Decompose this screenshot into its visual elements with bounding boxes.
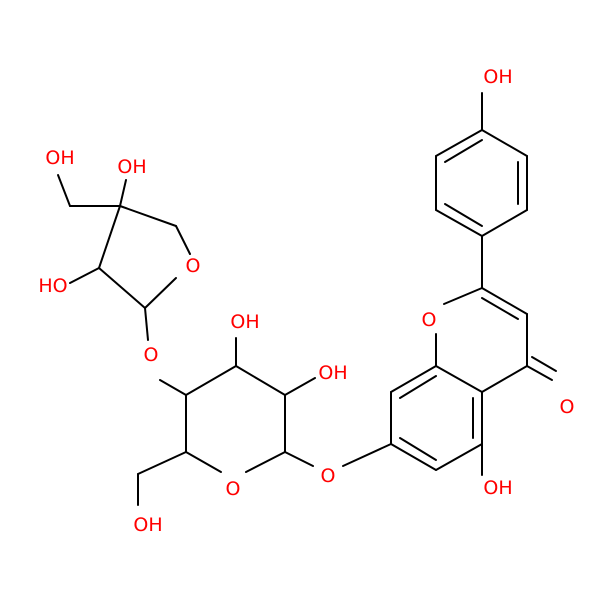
- bond: [481, 129, 528, 157]
- bond: [175, 225, 191, 255]
- bond: [69, 267, 100, 284]
- bond: [531, 356, 557, 372]
- atom-labels: OH O O OH O O OH OH O OH O HO OH OH: [38, 66, 574, 536]
- bond: [444, 203, 483, 227]
- bond: [481, 365, 528, 393]
- bond: [98, 205, 121, 269]
- bond: [98, 267, 146, 309]
- bond: [435, 443, 483, 471]
- oh-furanose-3-label: OH: [117, 156, 146, 178]
- bonds: [57, 92, 557, 506]
- bond: [119, 179, 127, 207]
- bond: [144, 307, 149, 341]
- bond: [444, 139, 483, 163]
- oh-phenol-label: OH: [483, 66, 512, 88]
- bond: [481, 297, 519, 320]
- bond: [245, 451, 286, 473]
- bond: [399, 437, 437, 461]
- oh-pyranose-2-label: OH: [318, 362, 347, 384]
- bond: [390, 443, 437, 471]
- oh-5-label: OH: [483, 477, 512, 499]
- o-glycosidic-7-label: O: [321, 465, 336, 487]
- oh-pyranose-3-label: OH: [230, 311, 259, 333]
- bond: [399, 375, 437, 399]
- bond: [235, 365, 286, 396]
- bond: [144, 277, 177, 309]
- bond: [185, 365, 237, 396]
- bond: [481, 287, 528, 315]
- bond: [342, 443, 392, 467]
- oh-furanose-2-label: HO: [38, 275, 67, 297]
- o-pyranose-ring-label: O: [226, 478, 241, 500]
- bond: [119, 205, 177, 227]
- bond: [435, 209, 483, 237]
- bond: [435, 365, 483, 393]
- oh-hydroxymethyl-6-label: OH: [133, 514, 162, 536]
- o-glycosidic-4-label: O: [144, 344, 159, 366]
- bond: [137, 451, 187, 475]
- o-chromone-ring-label: O: [422, 309, 437, 331]
- bond: [159, 379, 187, 396]
- bond: [284, 377, 316, 396]
- bond: [284, 451, 314, 467]
- bond: [185, 451, 222, 473]
- bond: [435, 129, 483, 157]
- oh-furanose-hydroxymethyl-label: OH: [45, 147, 74, 169]
- o-ketone-label: O: [560, 396, 575, 418]
- bond: [526, 365, 553, 381]
- bond: [443, 287, 483, 305]
- bond: [481, 209, 528, 237]
- bond: [57, 174, 71, 207]
- o-furanose-ring-label: O: [186, 255, 201, 277]
- bond: [390, 365, 437, 393]
